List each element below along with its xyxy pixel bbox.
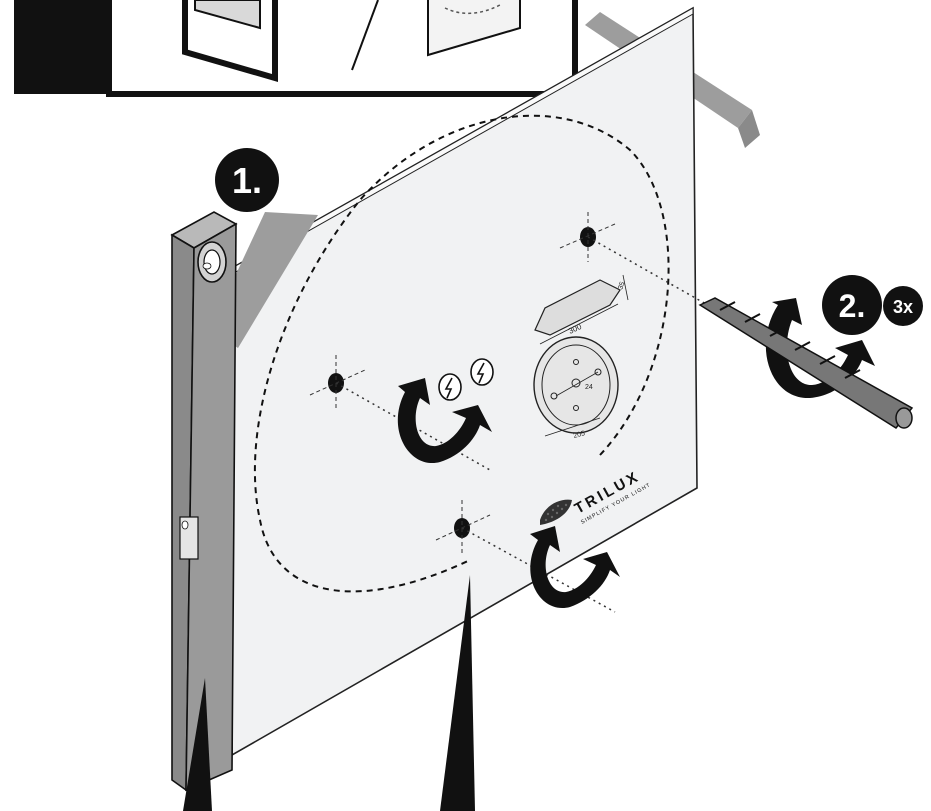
luminaire-dimension-sketch: 300 35 24 205	[533, 274, 629, 440]
callout-pointer-left	[183, 678, 212, 811]
trilux-logo-icon	[540, 499, 572, 525]
electrical-hazard-icon	[438, 373, 462, 401]
step-1-label: 1.	[232, 160, 262, 201]
callout-pointer-right	[440, 575, 475, 811]
repeat-count-label: 3x	[893, 297, 913, 317]
dim-height-label: 35	[617, 281, 626, 291]
drill-axis-top	[587, 236, 721, 313]
rotate-arrow-icon	[397, 378, 492, 464]
rotate-arrow-icon	[530, 526, 620, 609]
masking-tape-left	[210, 212, 318, 348]
step-2-label: 2.	[839, 288, 866, 324]
dim-spacing-label: 24	[585, 384, 593, 391]
repeat-count-badge: 3x	[883, 286, 923, 326]
step-1-badge: 1.	[215, 148, 279, 212]
drill-axis-bottom	[461, 527, 616, 613]
dim-base-label: 205	[573, 430, 586, 440]
electrical-hazard-icon	[470, 358, 494, 386]
drill-bit-icon	[698, 297, 914, 429]
step-2-badge: 2.	[822, 275, 882, 335]
spirit-level-icon	[170, 211, 238, 792]
detail-inset	[14, 0, 578, 97]
